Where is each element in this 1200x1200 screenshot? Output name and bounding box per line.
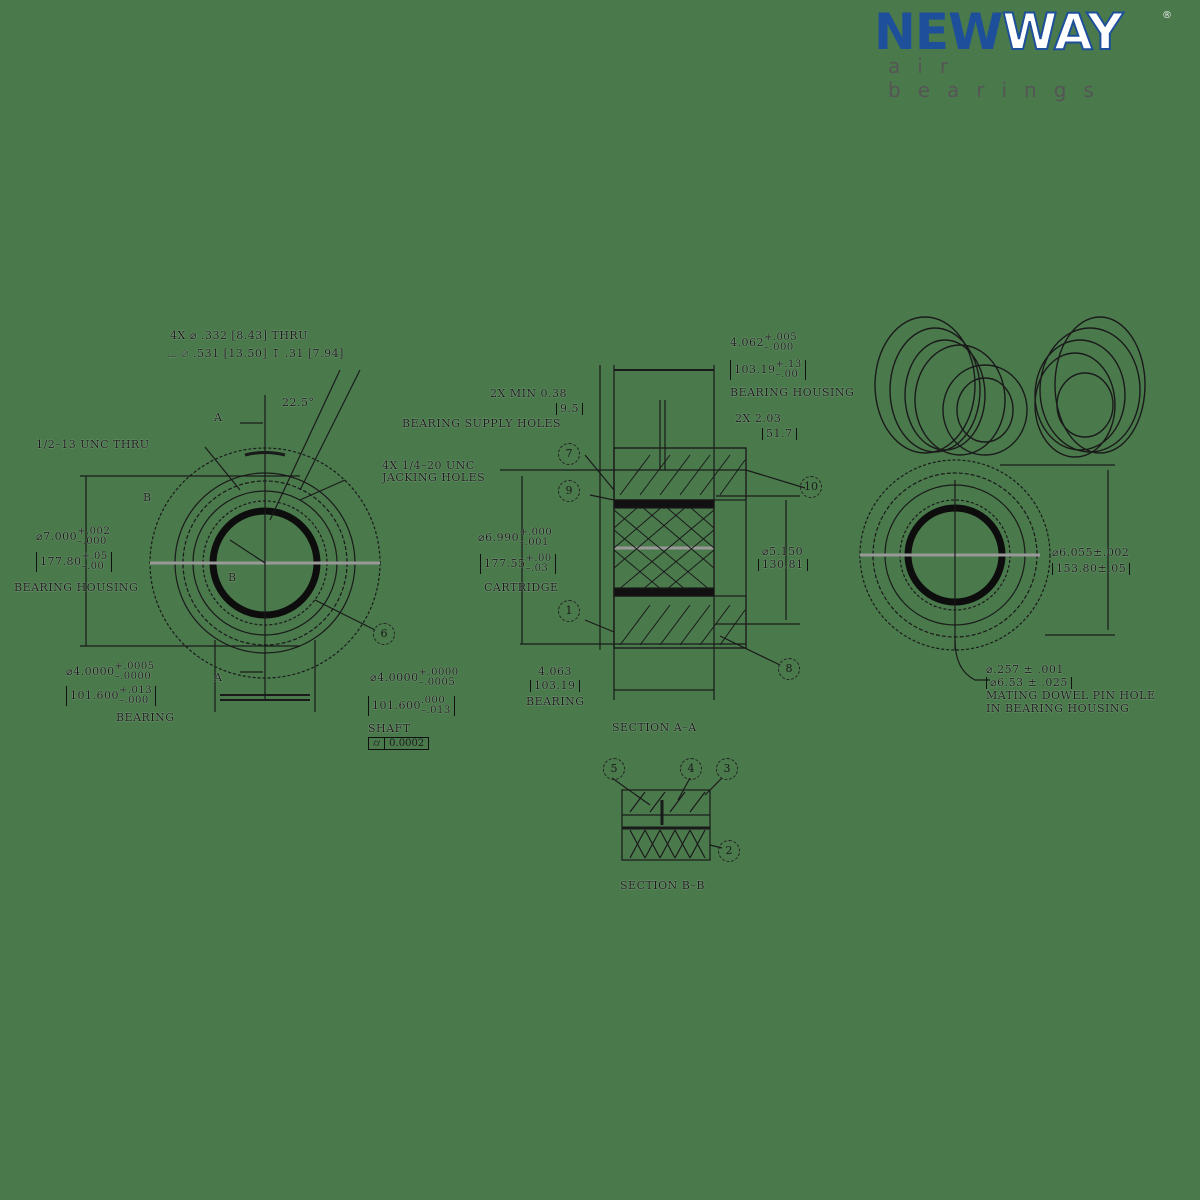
balloon-8: 8 <box>778 658 800 680</box>
detail-marker-b: B <box>228 571 237 584</box>
balloon-3: 3 <box>716 758 738 780</box>
dowel-pin-label-line1: MATING DOWEL PIN HOLE <box>986 689 1156 702</box>
housing-label: BEARING HOUSING <box>14 581 139 594</box>
angle-dimension: 22.5° <box>282 396 315 409</box>
dowel-pin-dimension: ⌀.257 ± .001 <box>986 663 1064 676</box>
supply-hole-label: BEARING SUPPLY HOLES <box>402 417 562 430</box>
jacking-holes-line2: JACKING HOLES <box>382 471 486 484</box>
shaft-diameter-dimension: ⌀4.0000+.0000–.0005 <box>370 667 459 688</box>
logo-tagline: air bearings <box>888 54 1111 102</box>
registered-mark: ® <box>1162 10 1172 21</box>
cartridge-diameter-dimension: ⌀6.990+.000–.001 <box>478 527 553 548</box>
bearing-bore-dimension: ⌀4.0000+.0005–.0000 <box>66 661 155 682</box>
bearing-width-label: BEARING <box>526 695 585 708</box>
thread-callout: 1/2–13 UNC THRU <box>36 438 150 451</box>
section-bb-geometry <box>611 777 723 861</box>
section-marker-a-bottom: A <box>214 671 223 684</box>
balloon-2: 2 <box>718 840 740 862</box>
cartridge-diameter-metric: 177.55+.00–.03 <box>480 554 556 574</box>
shaft-diameter-metric: 101.600.000–.013 <box>368 696 455 716</box>
newway-logo: NEWWAY ® air bearings <box>874 3 1174 102</box>
offset-metric: 51.7 <box>762 428 797 440</box>
bearing-bore-metric: 101.600+.013–.000 <box>66 686 157 706</box>
balloon-10: 10 <box>800 476 822 498</box>
cartridge-label: CARTRIDGE <box>484 581 559 594</box>
outer-diameter-dimension: ⌀6.055±.002 <box>1052 546 1130 559</box>
logo-wordmark: NEWWAY <box>874 3 1124 61</box>
section-aa-title: SECTION A–A <box>612 721 697 734</box>
jacking-holes-line1: 4X 1/4–20 UNC <box>382 459 475 472</box>
balloon-7: 7 <box>558 443 580 465</box>
balloon-4: 4 <box>680 758 702 780</box>
section-marker-a-top: A <box>214 411 223 424</box>
feature-control-frame: ⌭ 0.0002 <box>368 737 430 750</box>
dowel-pin-metric: ⌀6.53 ± .025 <box>986 677 1072 689</box>
bearing-label: BEARING <box>116 711 175 724</box>
housing-width-dimension: 4.062+.005–.000 <box>730 332 798 353</box>
balloon-6: 6 <box>373 623 395 645</box>
front-view-geometry <box>80 369 381 712</box>
supply-hole-dimension: 2X MIN 0.38 <box>490 387 568 400</box>
balloon-5: 5 <box>603 758 625 780</box>
section-aa-geometry <box>500 365 806 700</box>
mounting-hole-callout: 4X ⌀ .332 [8.43] THRU <box>170 329 308 342</box>
inner-diameter-metric: 130.81 <box>758 559 808 571</box>
bearing-width-metric: 103.19 <box>530 680 580 692</box>
housing-diameter-metric: 177.80+.05–.00 <box>36 552 112 572</box>
isometric-views-geometry <box>874 316 1146 458</box>
housing-diameter-dimension: ⌀7.000+.002–.000 <box>36 526 111 547</box>
balloon-1: 1 <box>558 600 580 622</box>
shaft-label: SHAFT <box>368 722 411 735</box>
inner-diameter-dimension: ⌀5.150 <box>762 545 804 558</box>
right-view-geometry <box>859 459 1115 681</box>
section-bb-title: SECTION B–B <box>620 879 705 892</box>
counterbore-callout: ⌴ ⌀ .531 [13.50] ↧ .31 [7.94] <box>168 347 344 360</box>
cylindricity-icon: ⌭ <box>369 738 386 749</box>
housing-width-metric: 103.19+.13–.00 <box>730 360 806 380</box>
balloon-9: 9 <box>558 480 580 502</box>
bearing-width-dimension: 4.063 <box>538 665 572 678</box>
dowel-pin-label-line2: IN BEARING HOUSING <box>986 702 1130 715</box>
supply-hole-metric: 9.5 <box>556 403 583 415</box>
section-marker-b: B <box>143 491 152 504</box>
housing-width-label: BEARING HOUSING <box>730 386 855 399</box>
outer-diameter-metric: 153.80±.05 <box>1052 563 1131 575</box>
offset-dimension: 2X 2.03 <box>735 412 782 425</box>
